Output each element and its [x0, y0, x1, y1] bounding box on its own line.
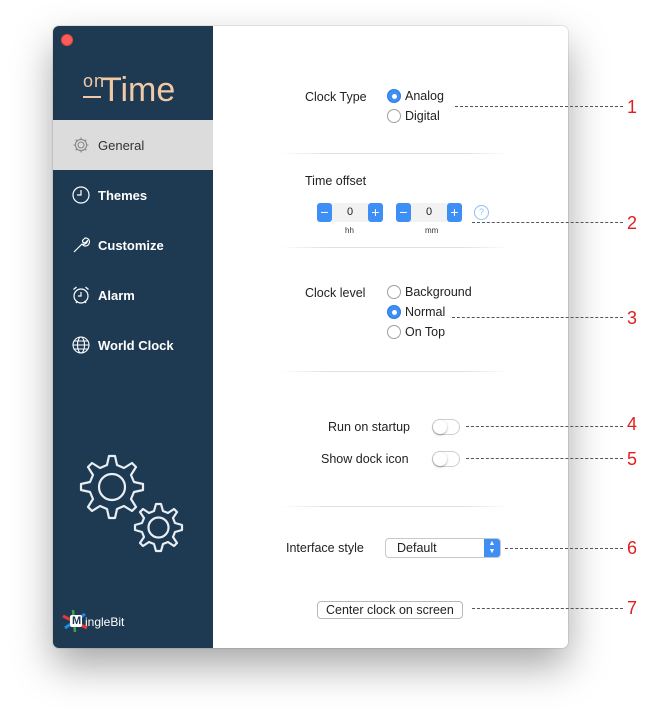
show-dock-icon-toggle[interactable] [432, 451, 460, 467]
clock-level-normal-radio[interactable]: Normal [387, 305, 445, 319]
clock-type-digital-radio[interactable]: Digital [387, 109, 440, 123]
callout-line [452, 317, 623, 318]
section-divider [281, 247, 509, 248]
close-window-button[interactable] [61, 34, 73, 46]
callout-number: 6 [627, 538, 638, 558]
clock-level-label: Clock level [305, 286, 366, 300]
callout-number: 2 [627, 213, 638, 233]
interface-style-select[interactable]: Default ▲▼ [385, 538, 501, 558]
gears-illustration [73, 446, 198, 576]
callout-line [466, 426, 623, 427]
section-divider [281, 153, 509, 154]
clock-type-analog-radio[interactable]: Analog [387, 89, 444, 103]
ontime-logo: on Time [83, 72, 187, 108]
clock-level-on-top-radio[interactable]: On Top [387, 325, 445, 339]
globe-icon [71, 335, 91, 355]
hours-stepper: − 0 + [317, 203, 383, 222]
callout-number: 7 [627, 598, 638, 618]
minutes-stepper: − 0 + [396, 203, 462, 222]
select-arrows-icon: ▲▼ [484, 539, 500, 557]
center-clock-button[interactable]: Center clock on screen [317, 601, 463, 619]
callout-line [505, 548, 623, 549]
logo-prefix: on [83, 71, 106, 91]
logo-word: Time [101, 71, 176, 109]
gear-icon [71, 135, 91, 155]
minutes-value[interactable]: 0 [411, 203, 447, 222]
radio-unchecked-icon [387, 109, 401, 123]
hours-increment-button[interactable]: + [368, 203, 383, 222]
brand-name: ingleBit [85, 615, 125, 629]
show-dock-icon-label: Show dock icon [321, 452, 409, 466]
hours-value[interactable]: 0 [332, 203, 368, 222]
section-divider [281, 506, 509, 507]
sidebar-item-label: Customize [98, 237, 164, 253]
radio-checked-icon [387, 305, 401, 319]
clock-level-background-radio[interactable]: Background [387, 285, 472, 299]
sidebar-item-themes[interactable]: Themes [53, 170, 213, 220]
interface-style-label: Interface style [286, 541, 364, 555]
clock-icon [71, 185, 91, 205]
wrench-icon [71, 235, 91, 255]
callout-line [466, 458, 623, 459]
minglebit-logo: M ingleBit [61, 608, 151, 634]
sidebar-item-label: Themes [98, 187, 148, 203]
preferences-window: on Time General Themes Customi [53, 26, 568, 648]
hours-decrement-button[interactable]: − [317, 203, 332, 222]
time-offset-label: Time offset [305, 174, 367, 188]
clock-type-label: Clock Type [305, 90, 367, 104]
callout-line [472, 608, 623, 609]
minutes-increment-button[interactable]: + [447, 203, 462, 222]
callout-line [472, 222, 623, 223]
sidebar-item-general[interactable]: General [53, 120, 213, 170]
sidebar: on Time General Themes Customi [53, 26, 213, 648]
minutes-unit-label: mm [425, 226, 439, 235]
callout-number: 4 [627, 414, 638, 434]
sidebar-item-alarm[interactable]: Alarm [53, 270, 213, 320]
radio-unchecked-icon [387, 285, 401, 299]
sidebar-item-label: Alarm [98, 287, 135, 303]
run-on-startup-toggle[interactable] [432, 419, 460, 435]
run-on-startup-label: Run on startup [328, 420, 410, 434]
help-icon[interactable]: ? [474, 205, 489, 220]
radio-unchecked-icon [387, 325, 401, 339]
callout-line [455, 106, 623, 107]
sidebar-item-label: General [98, 137, 145, 153]
callout-number: 5 [627, 449, 638, 469]
sidebar-item-world-clock[interactable]: World Clock [53, 320, 213, 370]
sidebar-item-customize[interactable]: Customize [53, 220, 213, 270]
section-divider [281, 371, 509, 372]
minutes-decrement-button[interactable]: − [396, 203, 411, 222]
alarm-clock-icon [71, 285, 91, 305]
hours-unit-label: hh [345, 226, 354, 235]
sidebar-item-label: World Clock [98, 337, 174, 353]
general-settings-panel: Clock Type Analog Digital Time offset − … [213, 26, 568, 648]
callout-number: 1 [627, 97, 638, 117]
callout-number: 3 [627, 308, 638, 328]
sidebar-nav: General Themes Customize Alarm [53, 120, 213, 370]
radio-checked-icon [387, 89, 401, 103]
